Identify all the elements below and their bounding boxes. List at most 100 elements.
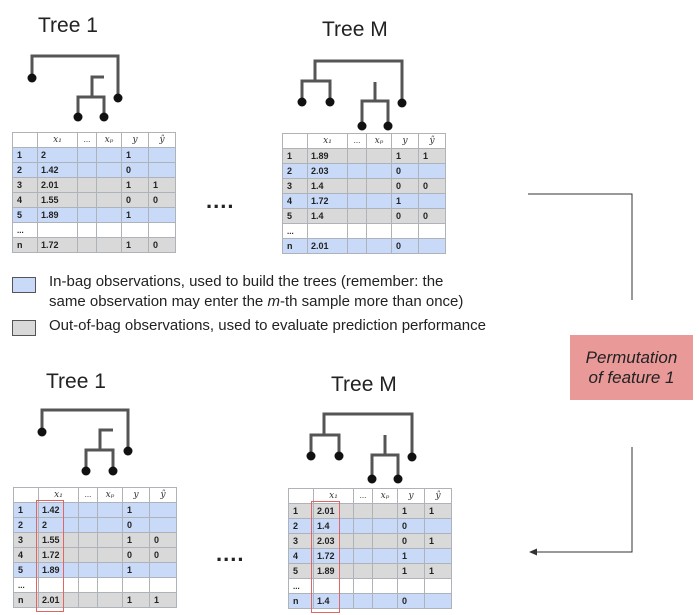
table-row: ... — [12, 222, 176, 238]
table-cell — [347, 223, 367, 239]
table-cell: 1 — [397, 563, 425, 579]
table-cell: 1.4 — [313, 593, 354, 609]
table-cell — [149, 517, 177, 533]
table-cell: 2 — [13, 517, 39, 533]
table-cell: 1.4 — [307, 208, 348, 224]
inbag-legend-line1: In-bag observations, used to build the t… — [49, 273, 444, 290]
table-cell: 4 — [282, 193, 308, 209]
table-cell: 1.72 — [38, 547, 79, 563]
table-cell: 2 — [288, 518, 314, 534]
table-cell: 1.89 — [313, 563, 354, 579]
table-cell — [97, 532, 123, 548]
tree-bottom-right-leaves — [306, 451, 417, 484]
table-cell — [418, 238, 446, 254]
table-cell: 0 — [149, 532, 177, 548]
table-cell — [347, 238, 367, 254]
table-cell: 1 — [418, 148, 446, 164]
table-cell: n — [12, 237, 38, 253]
table-cell: 3 — [288, 533, 314, 549]
table-cell — [424, 548, 452, 564]
table-cell: 0 — [148, 192, 176, 208]
table-cell: 1 — [122, 562, 150, 578]
table-cell — [97, 577, 123, 593]
column-header: y — [122, 487, 150, 503]
permuted-column-highlight — [36, 500, 64, 612]
table-cell — [77, 222, 97, 238]
table-cell: 0 — [121, 192, 149, 208]
table-cell: 1 — [121, 177, 149, 193]
table-cell — [78, 517, 98, 533]
table-cell: 1 — [13, 502, 39, 518]
table-cell: 0 — [397, 533, 425, 549]
table-cell: n — [282, 238, 308, 254]
tree-top-right-icon — [300, 59, 404, 125]
table-cell — [148, 147, 176, 163]
table-cell — [424, 518, 452, 534]
table-cell — [372, 533, 398, 549]
table-cell: 2 — [37, 147, 78, 163]
table-cell — [366, 238, 392, 254]
column-header: ... — [78, 487, 98, 503]
table-cell: 0 — [418, 178, 446, 194]
table-cell — [78, 502, 98, 518]
tree-top-left-leaves — [27, 73, 123, 122]
table-cell — [347, 163, 367, 179]
tree-title-top-right: Tree M — [322, 18, 388, 41]
inbag-swatch — [12, 277, 36, 293]
table-cell: 0 — [391, 208, 419, 224]
table-cell: 1.89 — [37, 207, 78, 223]
table-cell — [353, 548, 373, 564]
column-header — [12, 132, 38, 148]
column-header: ŷ — [148, 132, 176, 148]
table-cell: 1 — [397, 503, 425, 519]
table-cell — [78, 592, 98, 608]
table-cell: 4 — [288, 548, 314, 564]
column-header: ŷ — [149, 487, 177, 503]
column-header: ... — [347, 133, 367, 149]
table-cell — [77, 237, 97, 253]
tree-bottom-left-icon — [40, 408, 130, 470]
table-cell: 2.01 — [37, 177, 78, 193]
table-cell — [97, 562, 123, 578]
table-cell — [353, 518, 373, 534]
table-cell: 1 — [391, 148, 419, 164]
flow-arrow — [528, 193, 633, 553]
tree-title-bottom-left: Tree 1 — [46, 370, 106, 393]
permutation-line1: Permutation — [585, 347, 678, 367]
table-cell: 0 — [122, 547, 150, 563]
table-cell: 3 — [282, 178, 308, 194]
column-header: ... — [77, 132, 97, 148]
table-cell: 1 — [121, 237, 149, 253]
table-cell: 1.89 — [38, 562, 79, 578]
table-cell: 5 — [288, 563, 314, 579]
table-cell — [77, 162, 97, 178]
table-cell — [372, 563, 398, 579]
table-cell — [96, 162, 122, 178]
table-cell — [96, 192, 122, 208]
table-cell — [78, 562, 98, 578]
column-header: x₁ — [38, 487, 79, 503]
column-header — [13, 487, 39, 503]
table-cell — [78, 547, 98, 563]
column-header: ŷ — [418, 133, 446, 149]
table-cell: 1 — [282, 148, 308, 164]
column-header: xₚ — [366, 133, 392, 149]
table-cell — [37, 222, 78, 238]
table-row: ... — [282, 223, 446, 239]
table-cell — [96, 237, 122, 253]
inbag-legend: In-bag observations, used to build the t… — [49, 272, 463, 312]
